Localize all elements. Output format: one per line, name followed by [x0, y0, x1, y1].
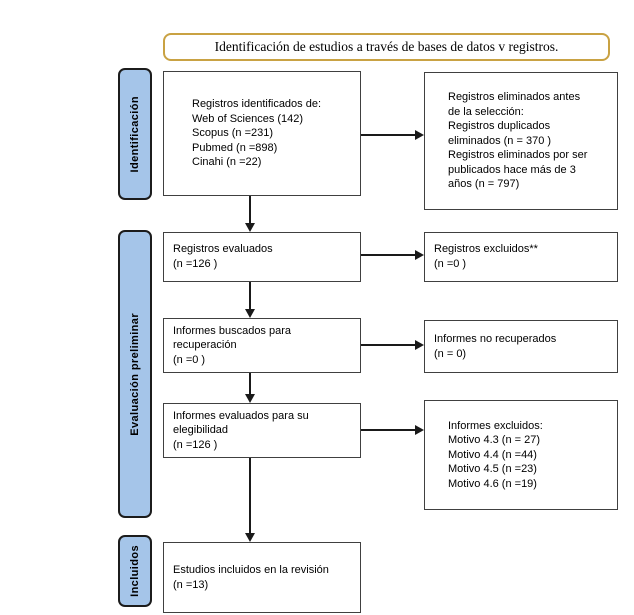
- arrow-down-icon: [245, 533, 255, 542]
- box-registros-excluidos: Registros excluidos** (n =0 ): [424, 232, 618, 282]
- arrow-line: [361, 429, 417, 431]
- box-estudios-incluidos-text: Estudios incluidos en la revisión (n =13…: [173, 563, 329, 591]
- stage-incluidos: Incluidos: [118, 535, 152, 607]
- arrow-line: [361, 254, 417, 256]
- diagram-title: Identificación de estudios a través de b…: [214, 39, 559, 54]
- stage-incluidos-label: Incluidos: [129, 545, 141, 597]
- arrow-line: [249, 373, 251, 394]
- arrow-line: [249, 458, 251, 533]
- arrow-right-icon: [415, 130, 424, 140]
- arrow-right-icon: [415, 340, 424, 350]
- arrow-line: [249, 282, 251, 310]
- box-registros-eliminados-antes: Registros eliminados antes de la selecci…: [424, 72, 618, 210]
- box-registros-evaluados: Registros evaluados (n =126 ): [163, 232, 361, 282]
- box-estudios-incluidos: Estudios incluidos en la revisión (n =13…: [163, 542, 361, 613]
- arrow-down-icon: [245, 309, 255, 318]
- box-registros-eliminados-antes-text: Registros eliminados antes de la selecci…: [448, 91, 588, 191]
- arrow-line: [249, 196, 251, 224]
- arrow-right-icon: [415, 250, 424, 260]
- stage-evaluacion-preliminar: Evaluación preliminar: [118, 230, 152, 518]
- arrow-line: [361, 344, 417, 346]
- box-informes-no-recuperados-text: Informes no recuperados (n = 0): [434, 332, 557, 360]
- stage-identificacion: Identificación: [118, 68, 152, 200]
- box-informes-no-recuperados: Informes no recuperados (n = 0): [424, 320, 618, 373]
- box-registros-identificados-text: Registros identificados de: Web of Scien…: [192, 98, 322, 169]
- box-informes-buscados-text: Informes buscados para recuperación (n =…: [173, 324, 292, 366]
- stage-identificacion-label: Identificación: [129, 95, 141, 173]
- stage-evaluacion-preliminar-label: Evaluación preliminar: [129, 312, 141, 436]
- box-registros-evaluados-text: Registros evaluados (n =126 ): [173, 243, 273, 270]
- arrow-right-icon: [415, 425, 424, 435]
- diagram-title-box: Identificación de estudios a través de b…: [163, 33, 610, 61]
- box-informes-excluidos-text: Informes excluidos: Motivo 4.3 (n = 27) …: [448, 419, 543, 490]
- arrow-down-icon: [245, 223, 255, 232]
- box-informes-evaluados-text: Informes evaluados para su elegibilidad …: [173, 409, 309, 451]
- box-informes-evaluados: Informes evaluados para su elegibilidad …: [163, 403, 361, 458]
- box-registros-excluidos-text: Registros excluidos** (n =0 ): [434, 243, 538, 270]
- box-informes-excluidos: Informes excluidos: Motivo 4.3 (n = 27) …: [424, 400, 618, 510]
- box-registros-identificados: Registros identificados de: Web of Scien…: [163, 71, 361, 196]
- arrow-down-icon: [245, 394, 255, 403]
- box-informes-buscados: Informes buscados para recuperación (n =…: [163, 318, 361, 373]
- arrow-line: [361, 134, 417, 136]
